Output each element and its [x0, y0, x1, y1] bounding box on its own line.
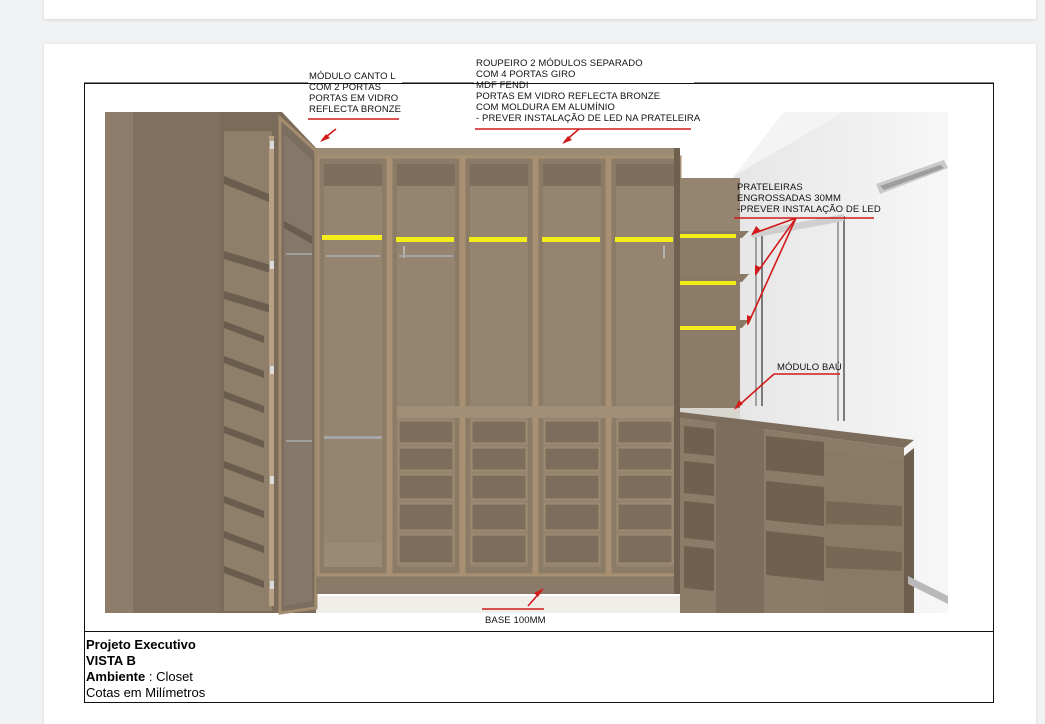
- units-note: Cotas em Milímetros: [86, 685, 206, 700]
- note-base: BASE 100MM: [485, 615, 546, 626]
- note-shelves: PRATELEIRAS ENGROSSADAS 30MM -PREVER INS…: [737, 182, 881, 215]
- note-chest-module: MÓDULO BAÚ: [777, 362, 842, 373]
- floor: [304, 596, 704, 613]
- note-wardrobe: ROUPEIRO 2 MÓDULOS SEPARADO COM 4 PORTAS…: [476, 58, 701, 124]
- right-glass-partition: [752, 214, 845, 421]
- closet-drawing: [84, 82, 994, 615]
- chest-module: [680, 412, 948, 613]
- environment-line: Ambiente : Closet: [86, 669, 205, 685]
- annotation-leaders: [308, 118, 874, 610]
- corner-glass-door: [278, 114, 318, 615]
- environment-label: Ambiente: [86, 669, 146, 684]
- led-strips-wardrobe: [322, 235, 673, 242]
- environment-value: : Closet: [145, 669, 193, 684]
- view-title: VISTA B: [86, 653, 136, 668]
- previous-page-card: [44, 0, 1036, 19]
- drawing-frame: [84, 83, 994, 703]
- title-block-divider: [84, 631, 994, 632]
- title-block: Projeto Executivo VISTA B Ambiente : Clo…: [86, 637, 205, 701]
- note-corner-module: MÓDULO CANTO L COM 2 PORTAS PORTAS EM VI…: [309, 71, 402, 115]
- wardrobe-drawers: [324, 406, 674, 564]
- project-title: Projeto Executivo: [86, 637, 196, 652]
